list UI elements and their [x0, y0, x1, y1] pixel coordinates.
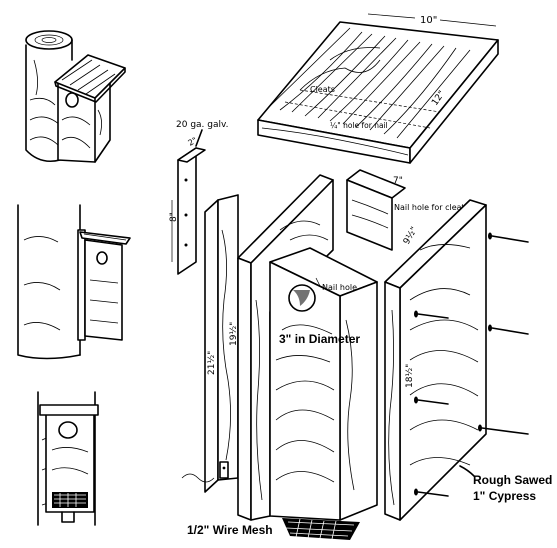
- nails: [414, 232, 529, 497]
- roof-width-dimension-line: [367, 13, 497, 27]
- back-board: [181, 194, 239, 493]
- post-mount-front-view: [37, 391, 99, 526]
- rear-top-board: [346, 169, 406, 251]
- cleats-label: Cleats: [310, 85, 335, 94]
- material-leader: [459, 465, 475, 477]
- tree-mount-perspective-view: [25, 30, 126, 163]
- material-label-line1: Rough Sawed: [473, 473, 552, 487]
- wire-mesh: [282, 518, 360, 540]
- material-label-line2: 1" Cypress: [473, 489, 536, 503]
- front-nail-hole-label: Nail hole: [322, 283, 357, 292]
- top-board-width-label: 7": [393, 176, 403, 186]
- nail: [478, 424, 529, 435]
- roof-panel: [257, 21, 499, 164]
- galv-strap-label: 20 ga. galv.: [176, 120, 228, 130]
- nail: [488, 232, 529, 243]
- front-panel: [269, 247, 378, 540]
- nail: [414, 396, 449, 405]
- side-width-label-right: 9½": [402, 225, 420, 246]
- roof-nail-hole-label: ¼" hole for nail: [330, 121, 388, 130]
- tree-mount-side-view: [17, 204, 131, 360]
- nail: [414, 488, 449, 497]
- galv-leader-line: [195, 129, 203, 147]
- cleat-nail-hole-label: Nail hole for cleat: [394, 203, 465, 212]
- strap-width-label: 2": [187, 136, 199, 148]
- side-length-label-left: 19½": [229, 322, 239, 346]
- diameter-label: 3" in Diameter: [279, 332, 360, 346]
- nail: [414, 310, 449, 319]
- galvanized-strap: [171, 147, 206, 275]
- wire-mesh-label: 1/2" Wire Mesh: [187, 523, 273, 537]
- side-length-label-right: 18½": [405, 364, 415, 388]
- nail: [488, 324, 529, 335]
- roof-width-label: 10": [420, 15, 437, 26]
- strap-length-label: 8": [169, 212, 179, 222]
- right-side-panel: [384, 199, 487, 521]
- front-nail-hole-leader: [315, 277, 321, 287]
- entrance-hole: [288, 284, 316, 312]
- back-length-label: 21½": [207, 351, 217, 375]
